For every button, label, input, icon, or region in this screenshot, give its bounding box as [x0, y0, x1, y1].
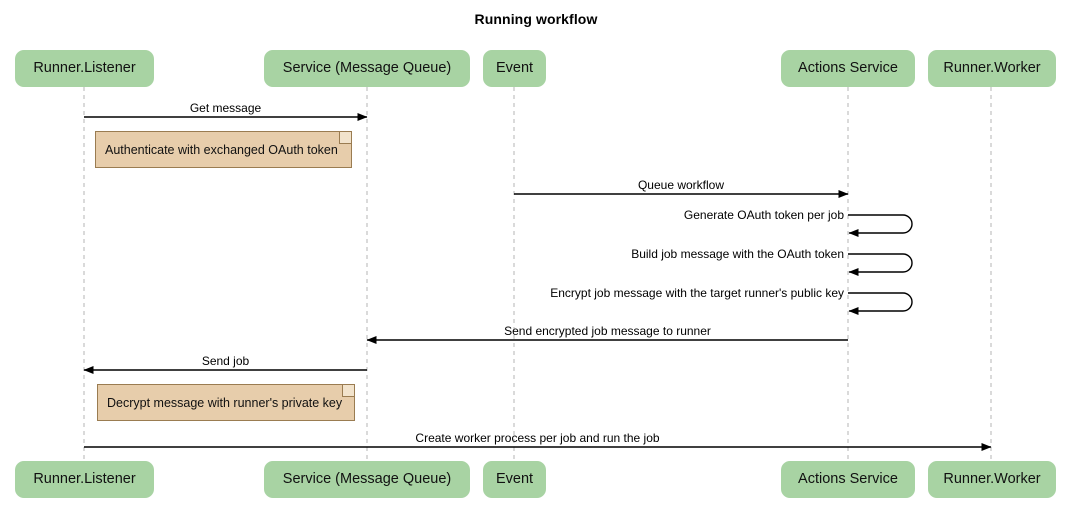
actor-label: Event — [495, 471, 534, 488]
actor-runner-worker-top[interactable]: Runner.Worker — [928, 50, 1056, 87]
message-label-queue-workflow: Queue workflow — [637, 178, 725, 192]
actor-label: Runner.Listener — [33, 471, 136, 488]
note-authenticate-note: Authenticate with exchanged OAuth token — [95, 131, 352, 168]
actor-service-mq-top[interactable]: Service (Message Queue) — [264, 50, 470, 87]
message-label-send-job: Send job — [201, 354, 250, 368]
message-label-send-encrypted: Send encrypted job message to runner — [504, 324, 711, 338]
actor-runner-worker-bottom[interactable]: Runner.Worker — [928, 461, 1056, 498]
self-message-arrow-generate-token — [848, 214, 913, 237]
self-message-label-generate-token: Generate OAuth token per job — [683, 208, 844, 222]
lifelines-group — [83, 87, 992, 461]
actor-label: Service (Message Queue) — [282, 471, 452, 488]
actor-event-top[interactable]: Event — [483, 50, 546, 87]
note-fold-corner-icon — [342, 385, 354, 397]
note-decrypt-note: Decrypt message with runner's private ke… — [97, 384, 355, 421]
actor-label: Actions Service — [798, 60, 898, 77]
actor-label: Runner.Listener — [33, 60, 136, 77]
actor-service-mq-bottom[interactable]: Service (Message Queue) — [264, 461, 470, 498]
actor-actions-service-top[interactable]: Actions Service — [781, 50, 915, 87]
page-title: Running workflow — [474, 11, 598, 27]
self-message-label-build-message: Build job message with the OAuth token — [631, 247, 844, 261]
actor-label: Event — [495, 60, 534, 77]
actor-label: Actions Service — [798, 471, 898, 488]
self-message-label-encrypt-message: Encrypt job message with the target runn… — [550, 286, 844, 300]
actor-label: Runner.Worker — [943, 60, 1041, 77]
actor-label: Service (Message Queue) — [282, 60, 452, 77]
note-label: Decrypt message with runner's private ke… — [107, 395, 343, 410]
actor-label: Runner.Worker — [943, 471, 1041, 488]
note-fold-corner-icon — [339, 132, 351, 144]
actor-actions-service-bottom[interactable]: Actions Service — [781, 461, 915, 498]
actor-runner-listener-top[interactable]: Runner.Listener — [15, 50, 154, 87]
message-label-get-message: Get message — [189, 101, 262, 115]
self-message-arrow-encrypt-message — [848, 292, 913, 315]
actor-runner-listener-bottom[interactable]: Runner.Listener — [15, 461, 154, 498]
note-label: Authenticate with exchanged OAuth token — [105, 142, 338, 157]
actor-event-bottom[interactable]: Event — [483, 461, 546, 498]
message-label-create-worker: Create worker process per job and run th… — [415, 431, 660, 445]
self-message-arrow-build-message — [848, 253, 913, 276]
message-arrows-group — [83, 113, 992, 451]
